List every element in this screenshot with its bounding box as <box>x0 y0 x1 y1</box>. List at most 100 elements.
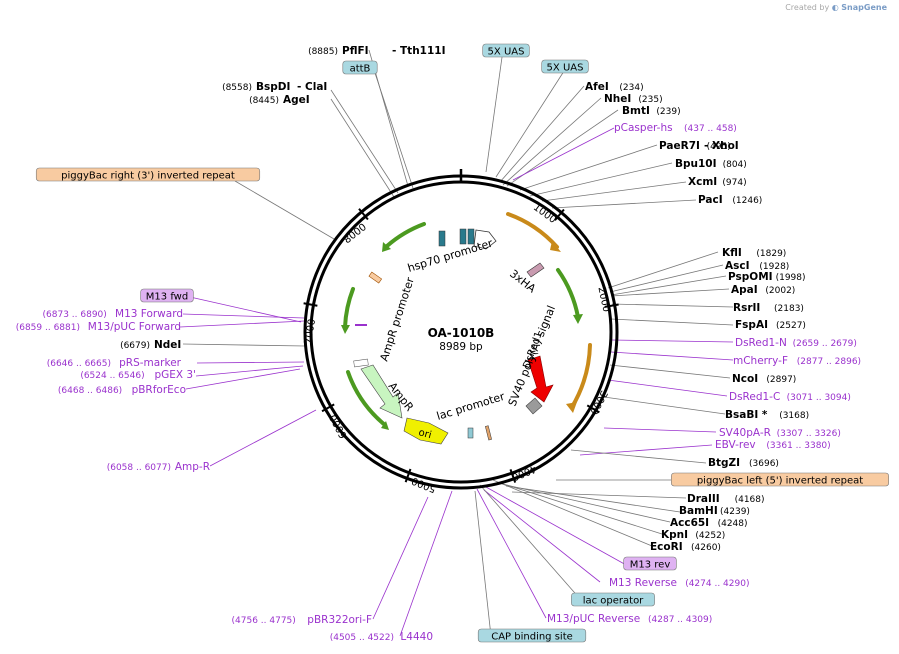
leader-line <box>611 303 734 308</box>
enzyme-site-paci: PacI(1246) <box>698 194 762 206</box>
enzyme-site-ndei: (6679)NdeI <box>120 339 181 351</box>
svg-text:(1928): (1928) <box>759 262 789 272</box>
enzyme-site-pflfi: (8885)PflFI <box>308 45 369 57</box>
leader-line <box>476 488 547 619</box>
tick-label: 3000 <box>587 388 609 416</box>
enzyme-site-btgzi: BtgZI(3696) <box>708 457 779 469</box>
svg-text:DraIII: DraIII <box>687 493 720 505</box>
leader-line <box>501 483 671 523</box>
enzyme-site-xcmi: XcmI (974) <box>688 176 747 188</box>
svg-text:(4505 .. 4522): (4505 .. 4522) <box>330 633 394 643</box>
svg-text:NcoI: NcoI <box>732 373 758 385</box>
svg-text:FspAI: FspAI <box>735 319 768 331</box>
svg-text:CAP binding site: CAP binding site <box>491 632 573 643</box>
leader-line <box>610 288 730 297</box>
svg-text:SV40pA-R: SV40pA-R <box>719 427 771 439</box>
tick-label: 2000 <box>595 286 611 313</box>
enzyme-site-tth111i: - Tth111I <box>392 45 446 57</box>
leader-line <box>330 89 399 194</box>
svg-text:PflFI: PflFI <box>342 45 369 57</box>
leader-line <box>485 49 504 173</box>
svg-text:M13/pUC Reverse: M13/pUC Reverse <box>547 613 640 625</box>
svg-text:(1829): (1829) <box>756 249 786 259</box>
leader-line <box>611 339 734 343</box>
svg-text:(2183): (2183) <box>774 304 804 314</box>
leader-line <box>603 396 726 415</box>
leader-line <box>182 343 306 347</box>
feature-arc-3 <box>556 268 580 319</box>
leader-line <box>182 313 305 319</box>
position-tick <box>358 208 369 221</box>
leader-line <box>495 67 567 178</box>
svg-text:(495): (495) <box>707 142 731 152</box>
primer-ebv-rev: EBV-rev(3361 .. 3380) <box>715 439 831 451</box>
position-tick <box>509 469 517 483</box>
credit-prefix: Created by <box>785 3 830 12</box>
leader-line <box>474 490 492 637</box>
leader-line <box>234 180 335 240</box>
svg-text:- Tth111I: - Tth111I <box>392 45 446 57</box>
snapgene-logo-icon: ◐ <box>831 3 839 12</box>
leader-line <box>570 449 707 464</box>
plasmid-size: 8989 bp <box>439 341 483 353</box>
enzyme-site-bspdi: (8558)BspDI <box>222 81 290 93</box>
leader-line <box>529 162 673 197</box>
svg-text:(6646 .. 6665): (6646 .. 6665) <box>47 359 111 369</box>
enzyme-site-xhoi: - XhoI <box>704 140 739 152</box>
svg-text:EBV-rev: EBV-rev <box>715 439 756 451</box>
feature-label-hsp70: hsp70 promoter <box>406 237 495 275</box>
svg-text:(4248): (4248) <box>718 519 748 529</box>
leader-line <box>479 484 582 601</box>
svg-text:(804): (804) <box>723 160 747 170</box>
svg-text:piggyBac right (3') inverted r: piggyBac right (3') inverted repeat <box>61 171 235 182</box>
boxed-label-attb: attB <box>342 60 378 75</box>
leader-line <box>483 489 601 583</box>
boxed-label-piggybac-right-3-inverted-repeat: piggyBac right (3') inverted repeat <box>35 167 261 182</box>
ampr-arrow <box>360 364 403 419</box>
leader-line <box>185 368 301 390</box>
enzyme-site-apai: ApaI(2002) <box>731 284 795 296</box>
leader-line <box>195 365 304 377</box>
leader-line <box>399 490 453 637</box>
leader-line <box>492 479 653 547</box>
svg-text:pCasper-hs: pCasper-hs <box>614 122 673 134</box>
svg-text:(4287 .. 4309): (4287 .. 4309) <box>648 615 712 625</box>
svg-text:NheI: NheI <box>604 93 631 105</box>
cap-site-block <box>467 427 474 439</box>
enzyme-site-kpni: KpnI (4252) <box>661 529 725 541</box>
svg-text:(2527): (2527) <box>776 321 806 331</box>
leader-line <box>551 199 697 209</box>
svg-text:(974): (974) <box>722 178 746 188</box>
svg-text:- ClaI: - ClaI <box>297 81 327 93</box>
svg-text:BsaBI *: BsaBI * <box>725 409 768 421</box>
svg-text:(4252): (4252) <box>695 531 725 541</box>
hsp70-promoter-arrow <box>473 229 497 250</box>
feature-label-lac: lac promoter <box>435 390 507 423</box>
enzyme-site-bsabi: BsaBI *(3168) <box>725 409 809 421</box>
leader-line <box>579 444 713 456</box>
primer-prs-marker: pRS-marker(6646 .. 6665) <box>47 357 182 369</box>
svg-text:(6873 .. 6890): (6873 .. 6890) <box>43 310 107 320</box>
feature-arc-5-head <box>341 325 350 334</box>
svg-text:KflI: KflI <box>722 247 742 259</box>
svg-text:XcmI: XcmI <box>688 176 717 188</box>
svg-text:PaeR7I: PaeR7I <box>659 140 700 152</box>
ampr-promoter-block <box>353 358 369 368</box>
enzyme-site-bpu10i: Bpu10I(804) <box>675 158 747 170</box>
features <box>341 212 592 445</box>
leader-line <box>610 351 734 361</box>
leader-line <box>179 320 305 328</box>
primer-pcasper-hs: pCasper-hs(437 .. 458) <box>614 122 737 134</box>
svg-text:KpnI: KpnI <box>661 529 688 541</box>
primer-m13-puc-forward: M13/pUC Forward(6859 .. 6881) <box>16 321 181 333</box>
svg-text:L4440: L4440 <box>400 631 433 643</box>
primer-m13-puc-reverse: M13/pUC Reverse (4287 .. 4309) <box>547 613 712 625</box>
primer-dsred1-c: DsRed1-C(3071 .. 3094) <box>729 391 851 403</box>
enzyme-site-bmti: BmtI(239) <box>622 105 681 117</box>
svg-text:(239): (239) <box>656 107 680 117</box>
boxed-label-cap-binding-site: CAP binding site <box>477 628 587 643</box>
lac-operator-block <box>485 425 492 441</box>
svg-text:attB: attB <box>350 64 371 75</box>
leader-line <box>607 379 728 397</box>
